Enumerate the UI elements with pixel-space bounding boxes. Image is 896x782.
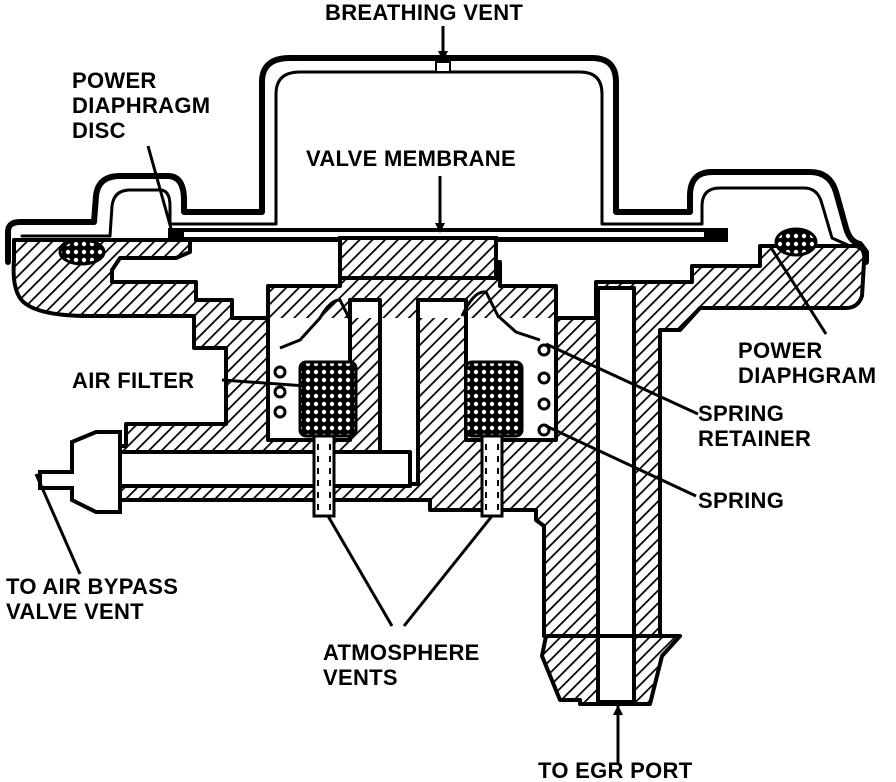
label-atmosphere-vents: ATMOSPHERE VENTS (323, 640, 480, 690)
label-valve-membrane: VALVE MEMBRANE (306, 146, 516, 171)
label-line: DIAPHGRAM (738, 363, 877, 388)
label-breathing-vent: BREATHING VENT (325, 0, 524, 25)
label-line: DIAPHRAGM (72, 93, 211, 118)
label-line: SPRING (698, 401, 785, 426)
label-to-air-bypass-valve-vent: TO AIR BYPASS VALVE VENT (6, 574, 178, 624)
label-spring-retainer: SPRING RETAINER (698, 401, 811, 451)
label-line: VENTS (323, 665, 398, 690)
label-spring: SPRING (698, 488, 785, 513)
breathing-vent-hole (435, 61, 451, 73)
label-line: TO AIR BYPASS (6, 574, 179, 599)
label-line: VALVE VENT (6, 599, 144, 624)
center-plug (338, 236, 498, 280)
label-air-filter: AIR FILTER (72, 368, 195, 393)
label-to-egr-port: TO EGR PORT (538, 758, 693, 782)
label-line: POWER (738, 338, 823, 363)
valve-body (11, 238, 867, 702)
leader-lines (34, 26, 828, 764)
label-power-diaphragm-disc: POWER DIAPHRAGM DISC (72, 68, 210, 143)
air-bypass-nozzle (38, 430, 122, 514)
label-line: ATMOSPHERE (323, 640, 480, 665)
label-power-diaphgram: POWER DIAPHGRAM (738, 338, 876, 388)
diaphragm-disc (58, 227, 818, 266)
label-line: DISC (72, 118, 126, 143)
label-line: RETAINER (698, 426, 812, 451)
egr-spout (540, 634, 682, 706)
label-line: POWER (72, 68, 157, 93)
spring-retainer-shape (279, 290, 541, 350)
